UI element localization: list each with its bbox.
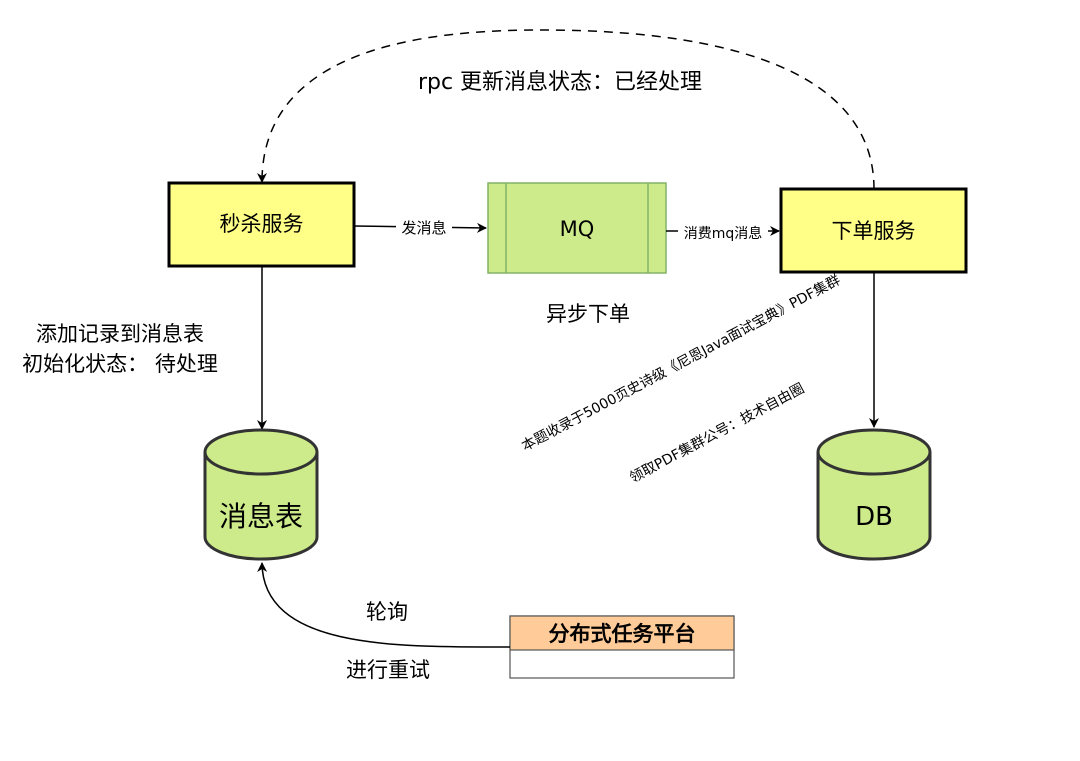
db-cylinder: DB [816, 428, 932, 561]
async-order-label: 异步下单 [546, 302, 630, 326]
retry-label: 进行重试 [346, 658, 430, 682]
watermark-line2: 领取PDF集群公号：技术自由圈 [627, 380, 807, 487]
watermark-2: 领取PDF集群公号：技术自由圈 [627, 380, 807, 487]
send-message-label: 发消息 [401, 219, 446, 237]
poll-arrow [257, 562, 511, 648]
watermark: 本题收录于5000页史诗级《尼恩Java面试宝典》PDF集群 [519, 271, 844, 454]
seckill-service-node: 秒杀服务 [167, 181, 356, 268]
message-table-cylinder: 消息表 [203, 428, 319, 561]
rpc-update-label: rpc 更新消息状态：已经处理 [418, 70, 702, 95]
task-platform-title: 分布式任务平台 [549, 622, 696, 646]
add-record-label-line1: 添加记录到消息表 [36, 322, 204, 346]
task-platform-node: 分布式任务平台 [509, 615, 735, 679]
order-service-label: 下单服务 [832, 219, 916, 243]
mq-node: MQ [487, 182, 667, 274]
db-label: DB [855, 502, 893, 532]
rpc-dashed-arrow [257, 29, 875, 190]
add-record-label-line2: 初始化状态： 待处理 [22, 352, 218, 376]
consume-mq-label: 消费mq消息 [684, 225, 763, 242]
message-table-label: 消息表 [219, 500, 303, 533]
seckill-service-label: 秒杀服务 [220, 212, 304, 236]
poll-label: 轮询 [366, 600, 408, 624]
watermark-line1: 本题收录于5000页史诗级《尼恩Java面试宝典》PDF集群 [519, 271, 844, 454]
order-service-node: 下单服务 [779, 187, 968, 274]
mq-label: MQ [560, 217, 595, 241]
